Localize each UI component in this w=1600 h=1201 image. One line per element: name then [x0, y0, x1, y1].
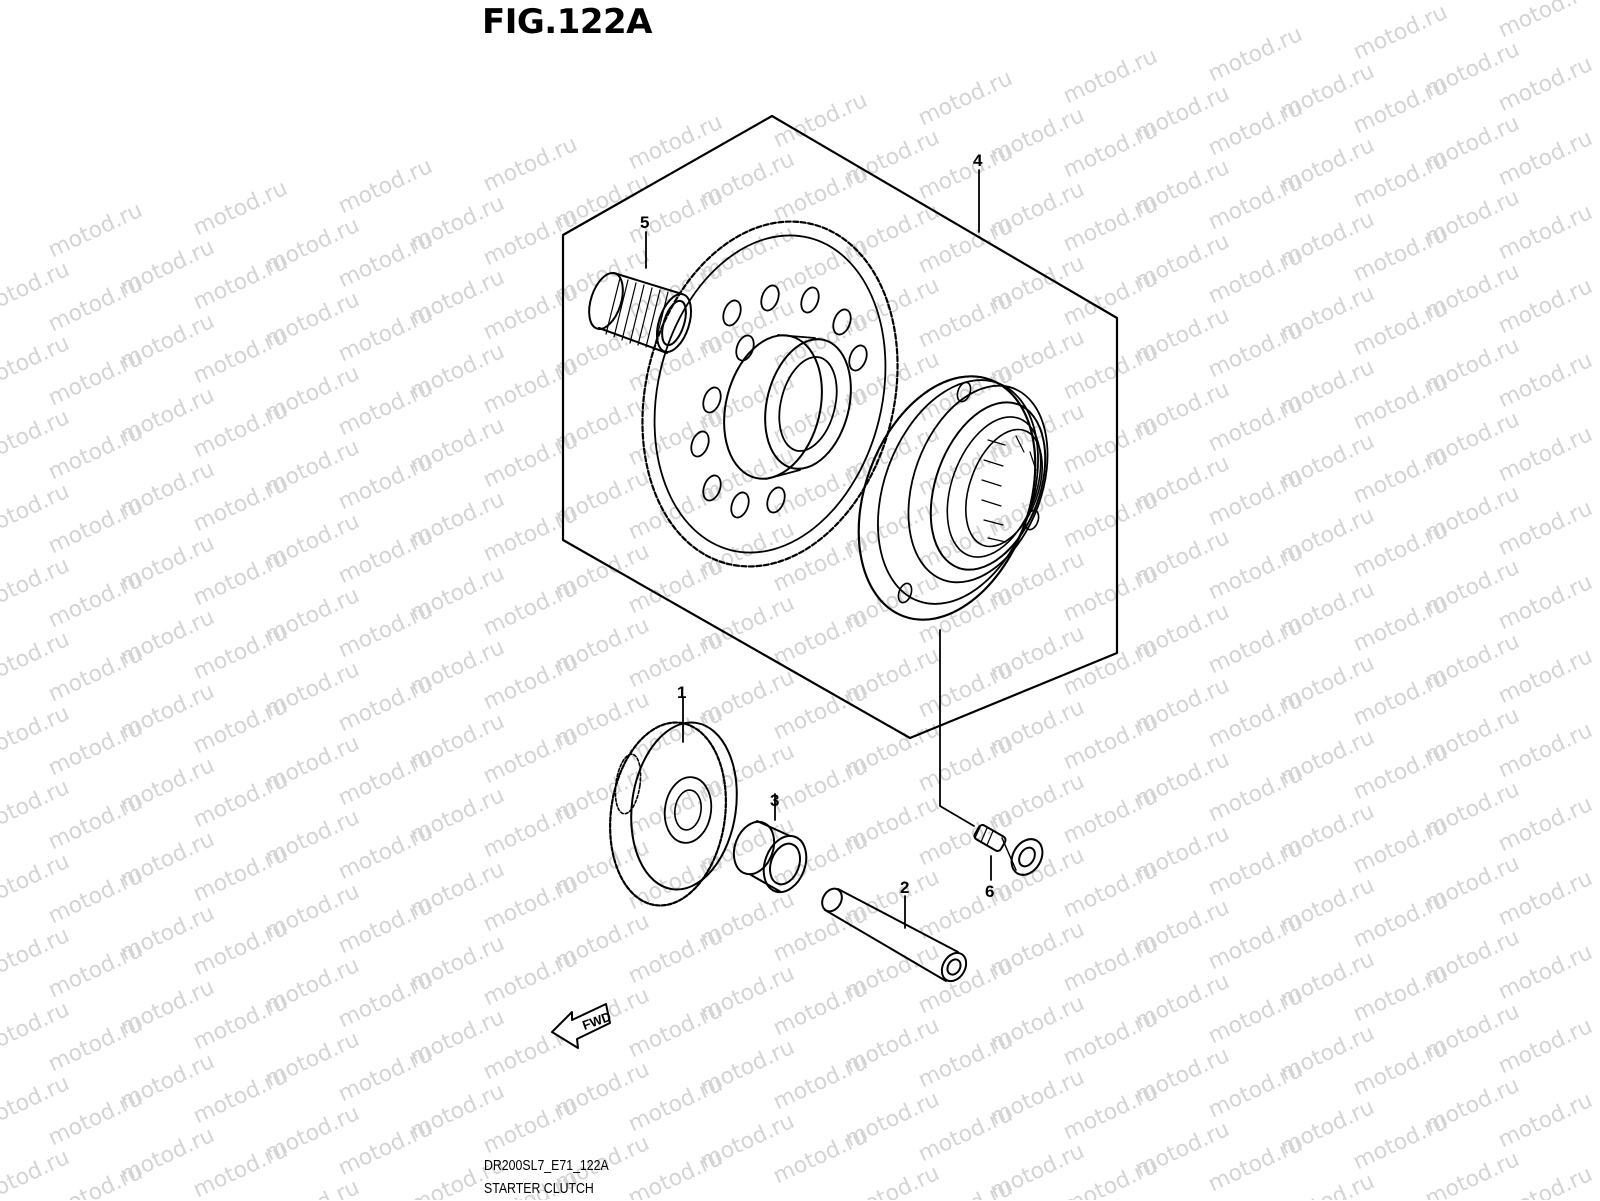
callout-2: 2 [900, 878, 909, 897]
starter-driven-gear [641, 220, 899, 568]
bushing-3 [732, 793, 808, 894]
callout-1: 1 [677, 683, 686, 702]
callout-4: 4 [973, 151, 983, 170]
callout-5: 5 [640, 213, 649, 232]
idle-gear-1 [609, 697, 738, 907]
bolt-6 [973, 824, 1044, 876]
figure-name: STARTER CLUTCH [484, 1181, 594, 1197]
callout-6: 6 [985, 882, 994, 901]
figure-code: DR200SL7_E71_122A [484, 1158, 609, 1174]
assembly-outline [561, 114, 1119, 740]
shaft-2 [821, 887, 968, 983]
callout-3: 3 [770, 791, 779, 810]
leader-6 [939, 629, 975, 827]
figure-title: FIG.122A [482, 2, 652, 42]
figure-caption: DR200SL7_E71_122A STARTER CLUTCH [484, 1155, 631, 1201]
fwd-arrow-icon [551, 1003, 611, 1049]
one-way-clutch [857, 375, 1049, 621]
needle-bearing-5 [588, 272, 693, 354]
